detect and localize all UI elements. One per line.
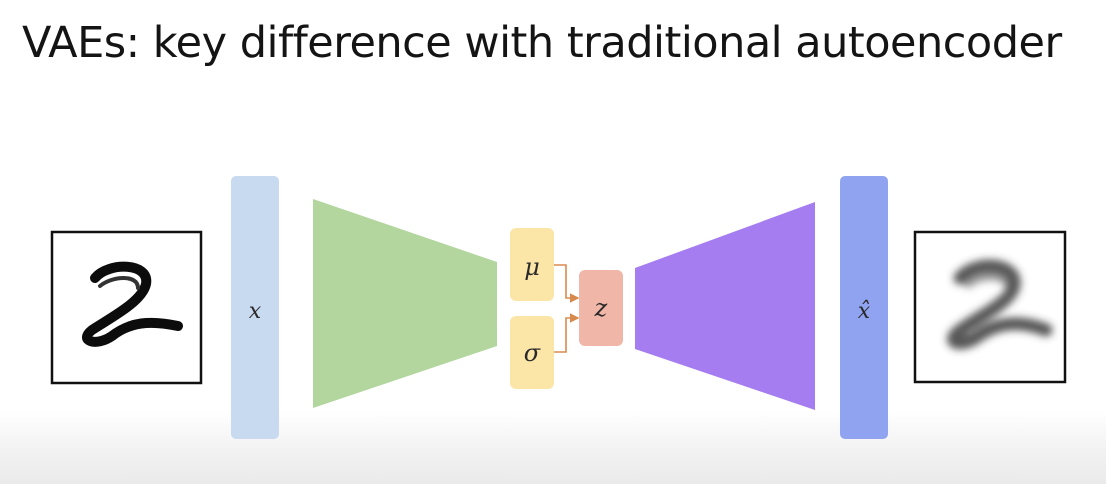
sigma-node: σ <box>510 316 554 389</box>
encoder-trapezoid <box>313 199 497 408</box>
latent-node-z: z <box>579 270 623 346</box>
sigma-label: σ <box>524 339 541 367</box>
output-layer-xhat: x̂ <box>840 176 888 439</box>
sigma-to-z-arrow <box>554 313 580 353</box>
mu-label: μ <box>524 253 540 281</box>
input-label-x: x <box>249 299 262 324</box>
decoder-trapezoid <box>635 202 815 410</box>
latent-label-z: z <box>594 294 608 322</box>
mu-node: μ <box>510 228 554 301</box>
input-layer-x: x <box>231 176 279 439</box>
output-label-xhat: x̂ <box>858 299 871 324</box>
background-gradient <box>0 410 1106 484</box>
output-image <box>913 230 1067 384</box>
slide-title: VAEs: key difference with traditional au… <box>22 18 1062 68</box>
input-image <box>50 230 203 385</box>
mu-to-z-arrow <box>554 264 580 303</box>
